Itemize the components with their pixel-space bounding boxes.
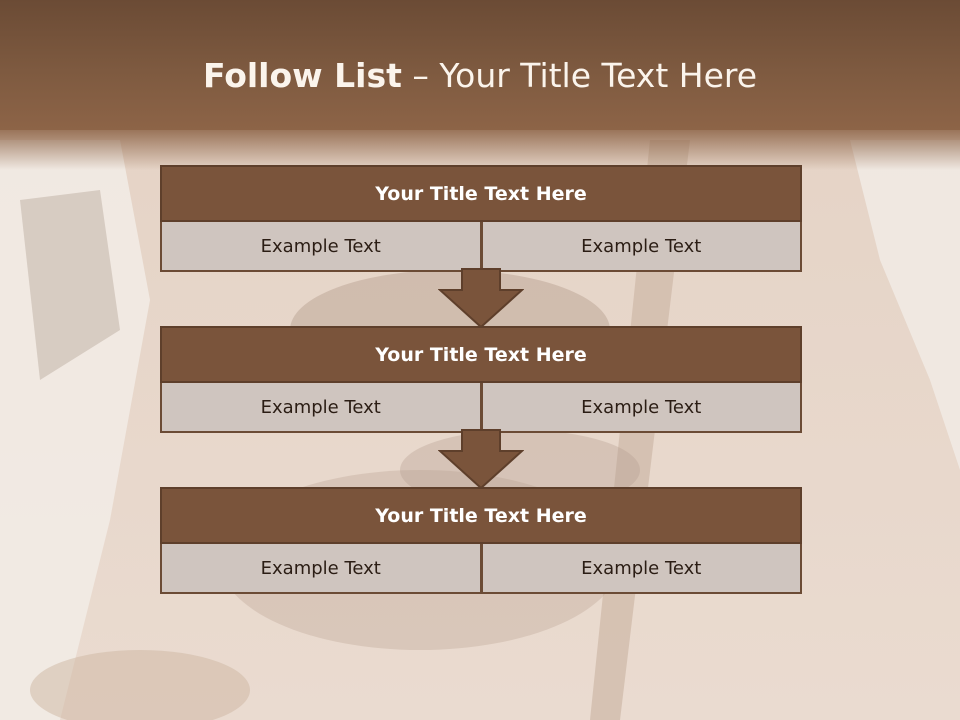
- slide-title: Follow List – Your Title Text Here: [0, 56, 960, 96]
- block-cell-right: Example Text: [481, 383, 802, 433]
- title-bar: Follow List – Your Title Text Here: [0, 0, 960, 170]
- block-cell-left: Example Text: [160, 544, 482, 594]
- down-arrow-icon: [438, 429, 524, 489]
- block-row: Example Text Example Text: [160, 222, 802, 272]
- block-row: Example Text Example Text: [160, 383, 802, 433]
- list-block-3: Your Title Text Here Example Text Exampl…: [160, 487, 802, 594]
- list-block-2: Your Title Text Here Example Text Exampl…: [160, 326, 802, 433]
- block-cell-right: Example Text: [481, 222, 802, 272]
- list-block-1: Your Title Text Here Example Text Exampl…: [160, 165, 802, 272]
- block-title: Your Title Text Here: [160, 165, 802, 222]
- block-title: Your Title Text Here: [160, 487, 802, 544]
- slide-title-rest: – Your Title Text Here: [401, 56, 758, 95]
- block-cell-right: Example Text: [481, 544, 802, 594]
- down-arrow-icon: [438, 268, 524, 328]
- block-cell-left: Example Text: [160, 383, 482, 433]
- block-row: Example Text Example Text: [160, 544, 802, 594]
- slide-title-bold: Follow List: [202, 56, 402, 95]
- block-title: Your Title Text Here: [160, 326, 802, 383]
- block-cell-left: Example Text: [160, 222, 482, 272]
